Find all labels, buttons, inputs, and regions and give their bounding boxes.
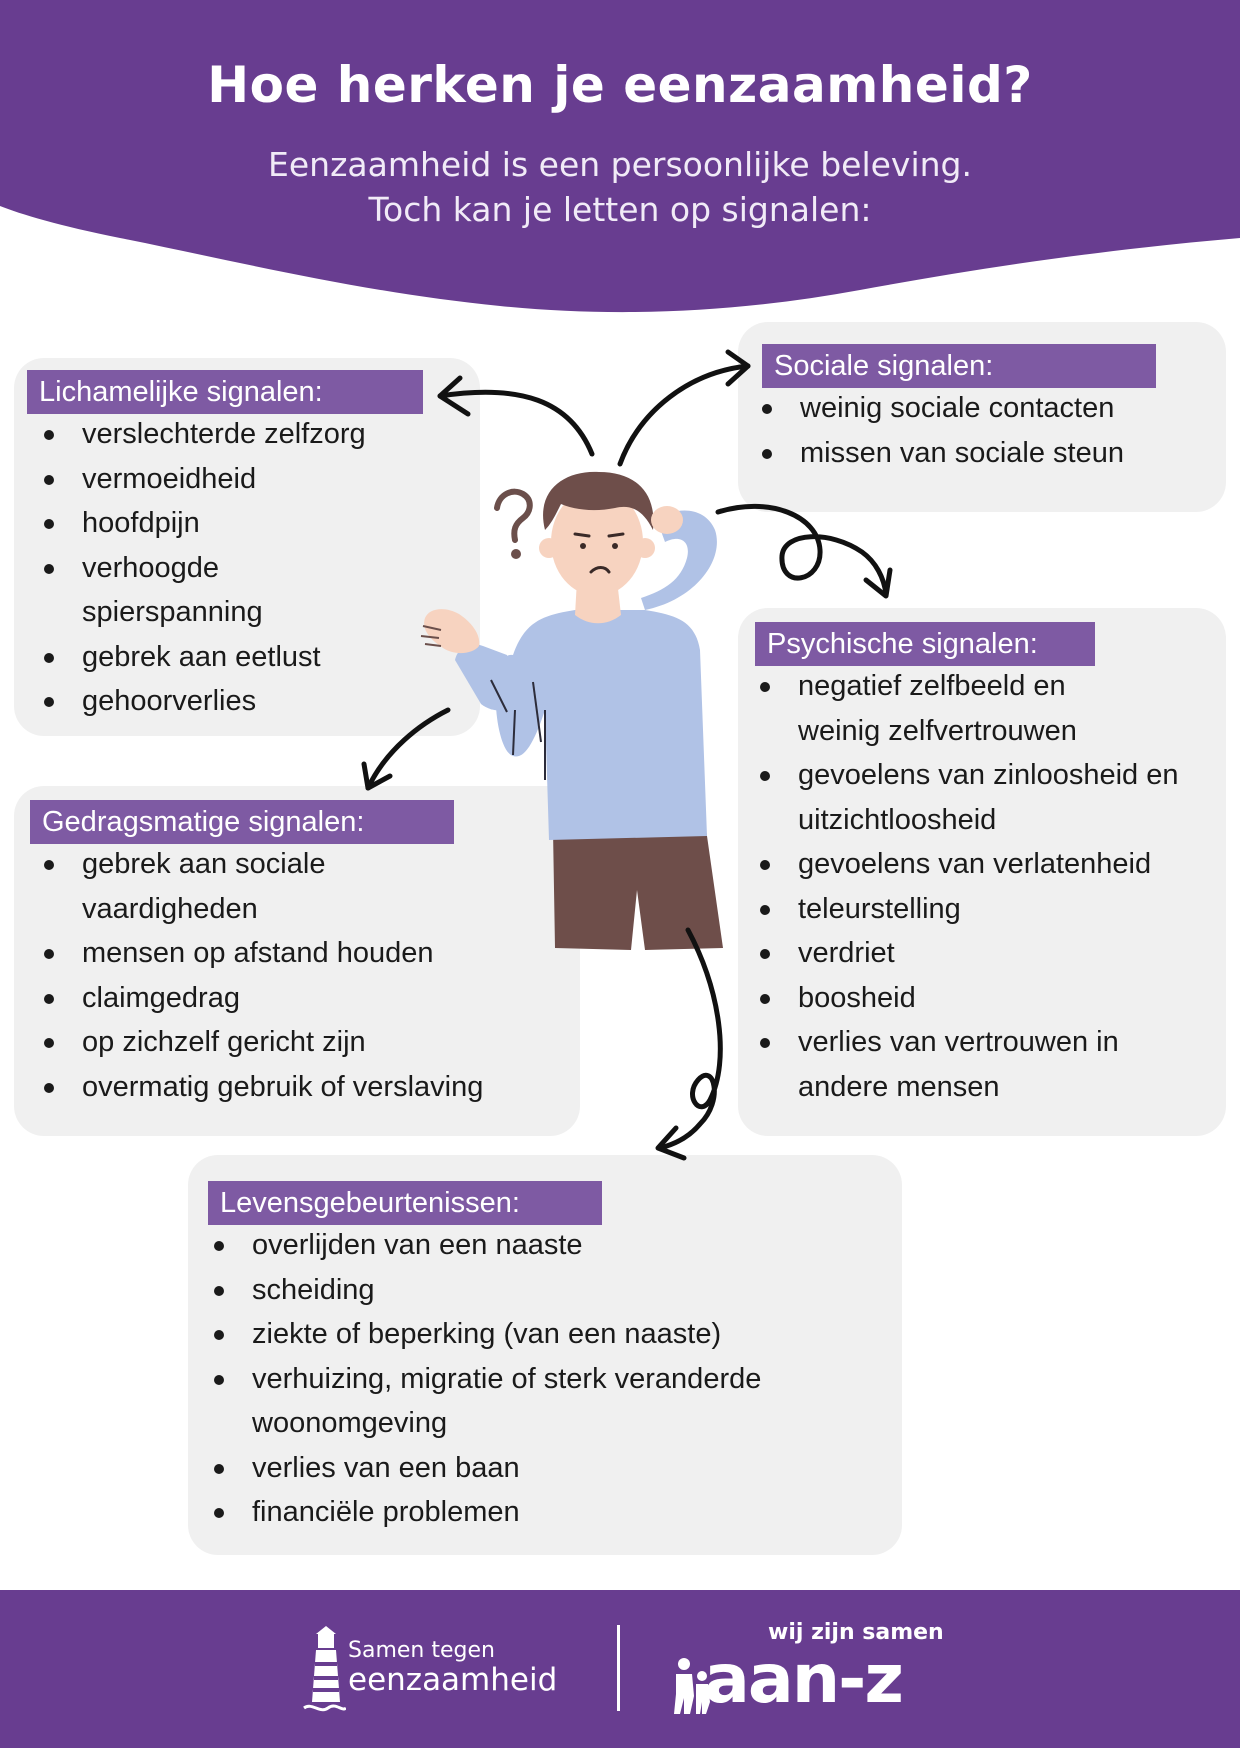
logo-right-line-1: wij zijn samen (768, 1620, 944, 1645)
list-item: weinig sociale contacten (732, 386, 1226, 431)
list-item: verhuizing, migratie of sterk veranderde… (184, 1357, 852, 1446)
subtitle-line-2: Toch kan je letten op signalen: (368, 190, 872, 229)
list-item: mensen op afstand houden (14, 931, 580, 976)
footer: Samen tegen eenzaamheid wij zijn samen a… (0, 1590, 1240, 1748)
list-item: hoofdpijn (14, 501, 480, 546)
label-levensgebeurtenissen: Levensgebeurtenissen: (208, 1181, 602, 1225)
list-item: gevoelens van verlatenheid (730, 842, 1226, 887)
list-item: boosheid (730, 976, 1226, 1021)
lighthouse-icon (303, 1626, 346, 1712)
list-item: verdriet (730, 931, 1226, 976)
subtitle-line-1: Eenzaamheid is een persoonlijke beleving… (268, 145, 972, 184)
label-gedragsmatige-signalen: Gedragsmatige signalen: (30, 800, 454, 844)
list-item: verhoogde spierspanning (14, 546, 332, 635)
people-silhouettes-icon (674, 1658, 710, 1714)
list-item: scheiding (184, 1268, 902, 1313)
list-item: claimgedrag (14, 976, 580, 1021)
label-lichamelijke-signalen: Lichamelijke signalen: (27, 370, 423, 414)
list-item: verlies van vertrouwen in andere mensen (730, 1020, 1178, 1109)
list-levensgebeurtenissen: overlijden van een naaste scheiding ziek… (184, 1223, 902, 1535)
footer-divider (617, 1625, 620, 1711)
logo-left-line-1: Samen tegen (348, 1638, 495, 1663)
list-item: missen van sociale steun (732, 431, 1226, 476)
question-mark-icon (494, 488, 533, 559)
list-item: gehoorverlies (14, 679, 480, 724)
list-item: teleurstelling (730, 887, 1226, 932)
list-psychische-signalen: negatief zelfbeeld en weinig zelfvertrou… (730, 664, 1226, 1109)
list-item: negatief zelfbeeld en weinig zelfvertrou… (730, 664, 1146, 753)
list-item: verlies van een baan (184, 1446, 902, 1491)
list-gedragsmatige-signalen: gebrek aan sociale vaardigheden mensen o… (14, 842, 580, 1109)
list-lichamelijke-signalen: verslechterde zelfzorg vermoeidheid hoof… (14, 412, 480, 724)
card-lichamelijke-signalen: Lichamelijke signalen: verslechterde zel… (14, 358, 480, 736)
list-item: gevoelens van zinloosheid en uitzichtloo… (730, 753, 1208, 842)
card-gedragsmatige-signalen: Gedragsmatige signalen: gebrek aan socia… (14, 786, 580, 1136)
card-psychische-signalen: Psychische signalen: negatief zelfbeeld … (738, 608, 1226, 1136)
card-sociale-signalen: Sociale signalen: weinig sociale contact… (738, 322, 1226, 512)
list-item: overmatig gebruik of verslaving (14, 1065, 580, 1110)
logo-samen-tegen-eenzaamheid: Samen tegen eenzaamheid (302, 1620, 572, 1720)
list-item: verslechterde zelfzorg (14, 412, 480, 457)
label-psychische-signalen: Psychische signalen: (755, 622, 1095, 666)
page-title: Hoe herken je eenzaamheid? (207, 56, 1033, 114)
label-sociale-signalen: Sociale signalen: (762, 344, 1156, 388)
card-levensgebeurtenissen: Levensgebeurtenissen: overlijden van een… (188, 1155, 902, 1555)
list-item: op zichzelf gericht zijn (14, 1020, 580, 1065)
page-subtitle: Eenzaamheid is een persoonlijke beleving… (0, 142, 1240, 232)
list-item: vermoeidheid (14, 457, 480, 502)
logo-left-line-2: eenzaamheid (348, 1662, 558, 1698)
confused-person-icon (420, 471, 723, 950)
list-sociale-signalen: weinig sociale contacten missen van soci… (732, 386, 1226, 475)
list-item: ziekte of beperking (van een naaste) (184, 1312, 902, 1357)
list-item: gebrek aan sociale vaardigheden (14, 842, 422, 931)
logo-right-line-2: aan-z (704, 1640, 904, 1719)
logo-aan-z: wij zijn samen aan-z (670, 1620, 960, 1730)
list-item: financiële problemen (184, 1490, 902, 1535)
header-wave-background (0, 0, 1240, 313)
list-item: gebrek aan eetlust (14, 635, 480, 680)
list-item: overlijden van een naaste (184, 1223, 902, 1268)
